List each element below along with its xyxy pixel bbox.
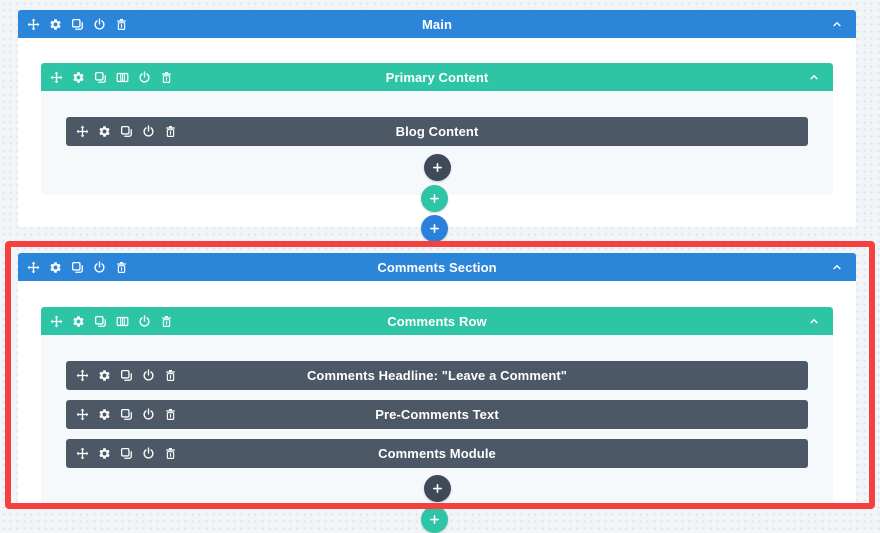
disable-icon[interactable] — [93, 18, 106, 31]
delete-icon[interactable] — [160, 315, 173, 328]
module-title: Comments Headline: "Leave a Comment" — [306, 368, 568, 383]
add-module-button[interactable] — [423, 475, 451, 502]
duplicate-icon[interactable] — [71, 261, 84, 274]
move-icon[interactable] — [27, 261, 40, 274]
duplicate-icon[interactable] — [120, 125, 133, 138]
plus-icon — [428, 192, 441, 205]
add-row-button[interactable] — [421, 185, 448, 212]
move-icon[interactable] — [76, 125, 89, 138]
delete-icon[interactable] — [115, 18, 128, 31]
plus-icon — [431, 482, 444, 495]
duplicate-icon[interactable] — [120, 369, 133, 382]
delete-icon[interactable] — [164, 408, 177, 421]
move-icon[interactable] — [50, 71, 63, 84]
chevron-up-icon[interactable] — [831, 261, 843, 273]
duplicate-icon[interactable] — [94, 71, 107, 84]
section-comments: Comments Section Comments Row — [18, 253, 856, 505]
settings-icon[interactable] — [49, 261, 62, 274]
row-header-comments[interactable]: Comments Row — [41, 307, 833, 335]
delete-icon[interactable] — [164, 447, 177, 460]
settings-icon[interactable] — [98, 369, 111, 382]
module-pre-comments-text[interactable]: Pre-Comments Text — [66, 400, 808, 429]
move-icon[interactable] — [76, 369, 89, 382]
section-main: Main Primary Content — [18, 10, 856, 227]
section-title: Comments Section — [377, 259, 497, 275]
disable-icon[interactable] — [142, 369, 155, 382]
delete-icon[interactable] — [164, 369, 177, 382]
delete-icon[interactable] — [160, 71, 173, 84]
settings-icon[interactable] — [72, 71, 85, 84]
section-header-comments[interactable]: Comments Section — [18, 253, 856, 281]
chevron-up-icon[interactable] — [808, 71, 820, 83]
module-title: Comments Module — [378, 446, 496, 461]
section-toolbar — [27, 18, 128, 31]
plus-icon — [428, 513, 441, 526]
row-title: Comments Row — [387, 313, 487, 329]
row-primary-content: Primary Content Blog Content — [41, 63, 833, 195]
chevron-up-icon[interactable] — [831, 18, 843, 30]
disable-icon[interactable] — [93, 261, 106, 274]
add-module-button[interactable] — [423, 154, 451, 181]
row-toolbar — [50, 71, 173, 84]
row-header-primary[interactable]: Primary Content — [41, 63, 833, 91]
move-icon[interactable] — [76, 408, 89, 421]
plus-icon — [431, 161, 444, 174]
move-icon[interactable] — [76, 447, 89, 460]
move-icon[interactable] — [27, 18, 40, 31]
settings-icon[interactable] — [72, 315, 85, 328]
section-header-main[interactable]: Main — [18, 10, 856, 38]
module-title: Blog Content — [395, 124, 479, 139]
settings-icon[interactable] — [49, 18, 62, 31]
add-section-button[interactable] — [421, 215, 448, 242]
section-title: Main — [421, 16, 453, 32]
module-comments[interactable]: Comments Module — [66, 439, 808, 468]
row-toolbar — [50, 315, 173, 328]
duplicate-icon[interactable] — [71, 18, 84, 31]
disable-icon[interactable] — [142, 125, 155, 138]
module-comments-headline[interactable]: Comments Headline: "Leave a Comment" — [66, 361, 808, 390]
add-row-button[interactable] — [421, 506, 448, 533]
module-toolbar — [76, 447, 177, 460]
module-blog-content[interactable]: Blog Content — [66, 117, 808, 146]
settings-icon[interactable] — [98, 447, 111, 460]
duplicate-icon[interactable] — [120, 408, 133, 421]
row-body: Comments Headline: "Leave a Comment" Pre… — [41, 335, 833, 504]
delete-icon[interactable] — [115, 261, 128, 274]
disable-icon[interactable] — [142, 447, 155, 460]
module-toolbar — [76, 369, 177, 382]
column-structure-icon[interactable] — [116, 71, 129, 84]
row-comments: Comments Row Comments Headline: "Lea — [41, 307, 833, 504]
move-icon[interactable] — [50, 315, 63, 328]
duplicate-icon[interactable] — [94, 315, 107, 328]
row-title: Primary Content — [385, 69, 489, 85]
disable-icon[interactable] — [142, 408, 155, 421]
module-toolbar — [76, 408, 177, 421]
duplicate-icon[interactable] — [120, 447, 133, 460]
settings-icon[interactable] — [98, 125, 111, 138]
section-body: Comments Row Comments Headline: "Lea — [18, 281, 856, 504]
chevron-up-icon[interactable] — [808, 315, 820, 327]
section-body: Primary Content Blog Content — [18, 38, 856, 195]
delete-icon[interactable] — [164, 125, 177, 138]
row-body: Blog Content — [41, 91, 833, 195]
settings-icon[interactable] — [98, 408, 111, 421]
disable-icon[interactable] — [138, 315, 151, 328]
module-toolbar — [76, 125, 177, 138]
section-toolbar — [27, 261, 128, 274]
plus-icon — [428, 222, 441, 235]
module-title: Pre-Comments Text — [375, 407, 499, 422]
column-structure-icon[interactable] — [116, 315, 129, 328]
disable-icon[interactable] — [138, 71, 151, 84]
